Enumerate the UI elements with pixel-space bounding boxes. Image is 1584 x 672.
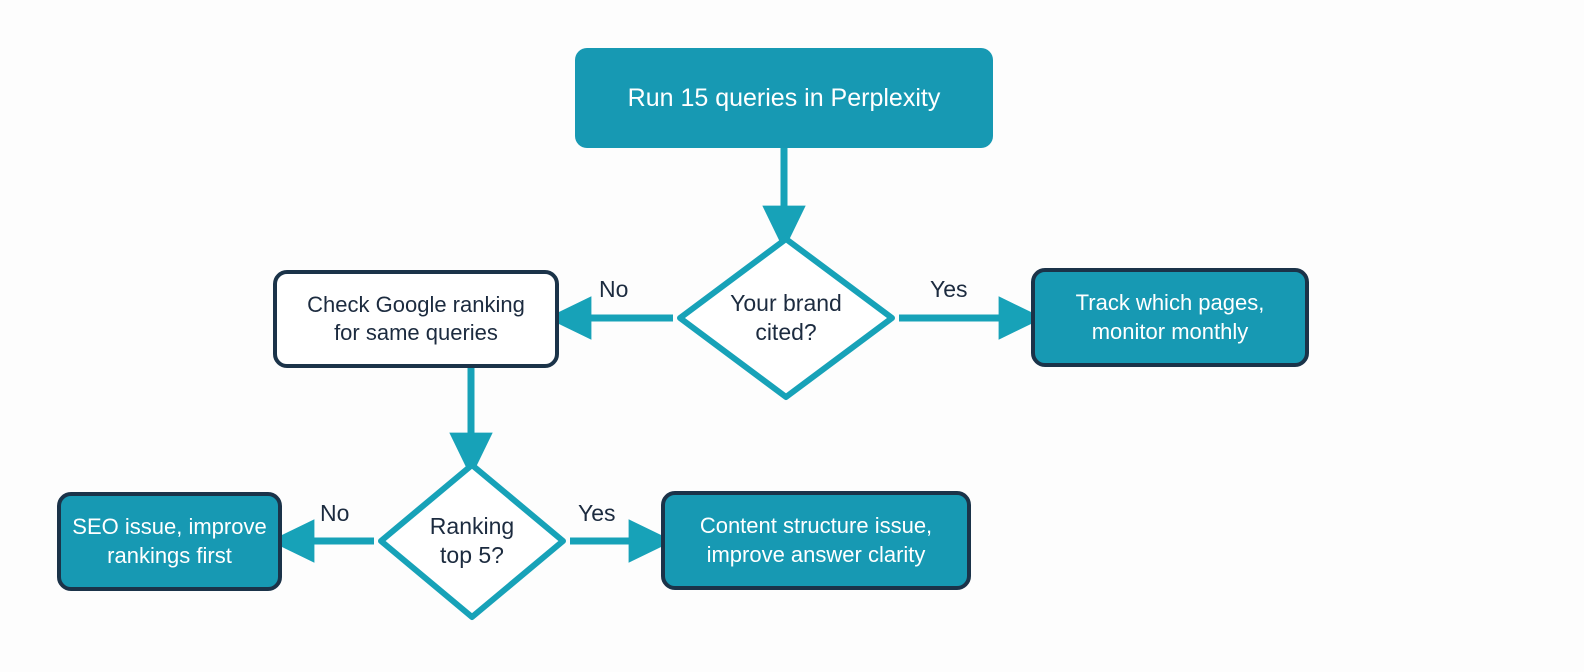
node-content-issue[interactable]: Content structure issue, improve answer … <box>661 491 971 590</box>
node-brand-cited-label: Your brand cited? <box>730 289 842 345</box>
node-seo-issue[interactable]: SEO issue, improve rankings first <box>57 492 282 591</box>
edge-label-ranking-top5-no: No <box>320 500 350 526</box>
node-track-pages[interactable]: Track which pages, monitor monthly <box>1031 268 1309 367</box>
node-content-issue-label: Content structure issue, improve answer … <box>699 513 933 567</box>
node-ranking-top5-label: Ranking top 5? <box>429 512 515 568</box>
edge-label-brand-cited-yes: Yes <box>930 276 968 302</box>
node-seo-issue-label: SEO issue, improve rankings first <box>72 514 267 568</box>
edge-label-ranking-top5-yes: Yes <box>578 500 616 526</box>
diamond-shape <box>378 462 566 620</box>
node-run-queries[interactable]: Run 15 queries in Perplexity <box>575 48 993 148</box>
node-ranking-top5-decision[interactable]: Ranking top 5? <box>376 460 568 622</box>
node-brand-cited-decision[interactable]: Your brand cited? <box>675 234 897 402</box>
node-run-queries-label: Run 15 queries in Perplexity <box>627 84 941 112</box>
node-track-pages-label: Track which pages, monitor monthly <box>1075 290 1265 344</box>
diamond-shape <box>677 236 895 400</box>
node-check-google-ranking-label: Check Google ranking for same queries <box>307 291 525 345</box>
node-check-google-ranking[interactable]: Check Google ranking for same queries <box>273 270 559 368</box>
edge-label-brand-cited-no: No <box>599 276 629 302</box>
